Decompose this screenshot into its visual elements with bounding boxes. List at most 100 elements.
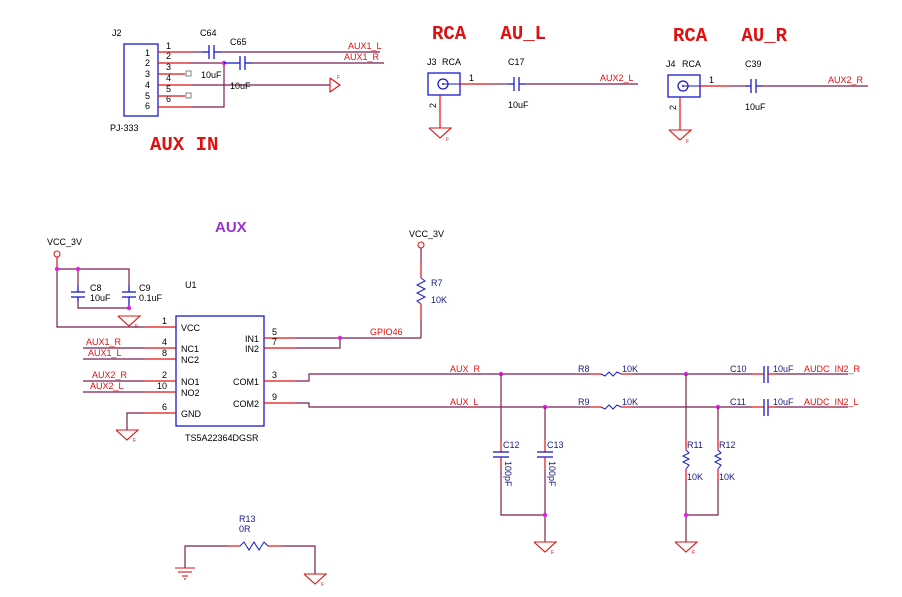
r13-value: 0R	[239, 524, 251, 534]
ground-icon: F	[115, 429, 140, 444]
r11-value: 10K	[687, 472, 703, 482]
r12-value: 10K	[719, 472, 735, 482]
ground-icon: F	[668, 129, 693, 145]
heading-rca-au-l: RCA AU_L	[432, 23, 546, 45]
c12-ref: C12	[503, 440, 520, 450]
c13-ref: C13	[547, 440, 564, 450]
j2-inner-pin: 6	[145, 101, 150, 111]
heading-aux: AUX	[215, 219, 247, 236]
u1-body	[175, 315, 265, 427]
u1-pin-num: 7	[272, 337, 277, 347]
u1-pin-num: 5	[272, 327, 277, 337]
c64-value: 10uF	[201, 70, 222, 80]
power-label-vcc-3v: VCC_3V	[409, 229, 444, 239]
ground-icon: F	[329, 75, 341, 94]
ground-icon: F	[533, 541, 558, 556]
c11-ref: C11	[730, 397, 746, 407]
c17-ref: C17	[508, 57, 525, 67]
u1-pin-name: VCC	[181, 323, 201, 333]
svg-text:F: F	[692, 550, 695, 556]
net-label-aux2-l: AUX2_L	[600, 73, 634, 83]
u1-part: TS5A22364DGSR	[185, 433, 259, 443]
c8-ref: C8	[90, 283, 102, 293]
heading-aux-in: AUX IN	[150, 134, 218, 156]
net-label-audc-in2-r: AUDC_IN2_R	[804, 364, 861, 374]
j3-part: RCA	[442, 57, 461, 67]
r8-value: 10K	[622, 364, 638, 374]
capacitor-c64[interactable]: C64 10uF	[200, 28, 222, 80]
ground-icon: F	[117, 315, 142, 330]
power-label-vcc-3v: VCC_3V	[47, 237, 82, 247]
net-label-aux2-r: AUX2_R	[92, 370, 128, 380]
svg-text:F: F	[133, 438, 136, 444]
capacitor-c65[interactable]: C65 10uF	[224, 37, 252, 91]
capacitor-c13[interactable]: C13 100pF	[537, 440, 564, 487]
r8-ref: R8	[578, 364, 590, 374]
j2-inner-pin: 4	[145, 80, 150, 90]
r13-ref: R13	[239, 514, 256, 524]
j2-inner-pin: 2	[145, 58, 150, 68]
resistor-r12[interactable]: R12 10K	[713, 440, 736, 482]
junction-dot	[126, 305, 132, 311]
rca-jack-j3[interactable]: J3 RCA 1 2	[427, 57, 492, 128]
c17-value: 10uF	[508, 100, 529, 110]
ground-icon: F	[303, 573, 328, 588]
j2-outer-pin: 2	[166, 51, 171, 61]
c64-ref: C64	[200, 28, 217, 38]
svg-text:F: F	[337, 75, 340, 81]
j3-pin1: 1	[469, 73, 474, 83]
capacitor-c10[interactable]: C10 10uF	[730, 364, 794, 383]
c39-value: 10uF	[745, 102, 766, 112]
u1-pin-name: NO1	[181, 377, 200, 387]
j2-ref: J2	[112, 28, 122, 38]
capacitor-c17[interactable]: C17 10uF	[508, 57, 529, 110]
j2-outer-pin: 4	[166, 73, 171, 83]
j4-pin2: 2	[668, 105, 678, 110]
resistor-r13[interactable]: R13 0R	[228, 514, 282, 551]
junction-dot	[683, 512, 689, 518]
j2-outer-pin: 1	[166, 41, 171, 51]
resistor-r9[interactable]: R9 10K	[578, 397, 638, 410]
rca-jack-j4[interactable]: J4 RCA 1 2	[666, 59, 732, 130]
j4-ref: J4	[666, 59, 676, 69]
u1-pin-num: 10	[157, 381, 167, 391]
svg-text:F: F	[135, 324, 138, 330]
no-connect-icon	[185, 70, 192, 77]
net-label-aux-l: AUX_L	[450, 397, 479, 407]
u1-ref: U1	[185, 280, 197, 290]
net-label-aux2-l: AUX2_L	[90, 381, 124, 391]
j2-outer-pins: 1 2 3 4 5 6	[166, 41, 171, 104]
capacitor-c12[interactable]: C12 100pF	[493, 440, 520, 487]
capacitor-c39[interactable]: C39 10uF	[745, 59, 766, 112]
resistor-r11[interactable]: R11 10K	[681, 440, 703, 482]
capacitor-c8[interactable]: C8 10uF	[71, 283, 111, 303]
net-label-aux1-r: AUX1_R	[344, 52, 380, 62]
resistor-r8[interactable]: R8 10K	[578, 364, 638, 377]
u1-pin-num: 4	[162, 337, 167, 347]
junction-dot	[54, 266, 60, 272]
ic-u1[interactable]: 1 4 8 2 10 6 VCC NC1 NC2 NO1 NO2 GND 5 7…	[145, 315, 295, 427]
j3-ref: J3	[427, 57, 437, 67]
j2-body	[123, 43, 159, 117]
j2-outer-pin: 3	[166, 62, 171, 72]
capacitor-c11[interactable]: C11 10uF	[730, 397, 794, 416]
c11-value: 10uF	[773, 397, 794, 407]
capacitor-c9[interactable]: C9 0.1uF	[122, 283, 163, 310]
junction-dot	[542, 512, 548, 518]
u1-pin-name: IN1	[245, 334, 259, 344]
r9-value: 10K	[622, 397, 638, 407]
j2-outer-pin: 5	[166, 84, 171, 94]
u1-pin-num: 6	[162, 402, 167, 412]
j2-connector[interactable]: J2 PJ-333 1 2 3 4 5 6 1 2 3 4 5 6	[110, 28, 192, 133]
net-label-aux-r: AUX_R	[450, 364, 481, 374]
junction-dot	[337, 335, 343, 341]
c65-value: 10uF	[230, 81, 251, 91]
u1-pin-name: IN2	[245, 344, 259, 354]
svg-text:F: F	[551, 550, 554, 556]
u1-pin-name: NC1	[181, 344, 199, 354]
r7-ref: R7	[431, 278, 443, 288]
c10-ref: C10	[730, 364, 747, 374]
j4-pin1: 1	[709, 75, 714, 85]
resistor-r7[interactable]: R7 10K	[415, 262, 447, 320]
